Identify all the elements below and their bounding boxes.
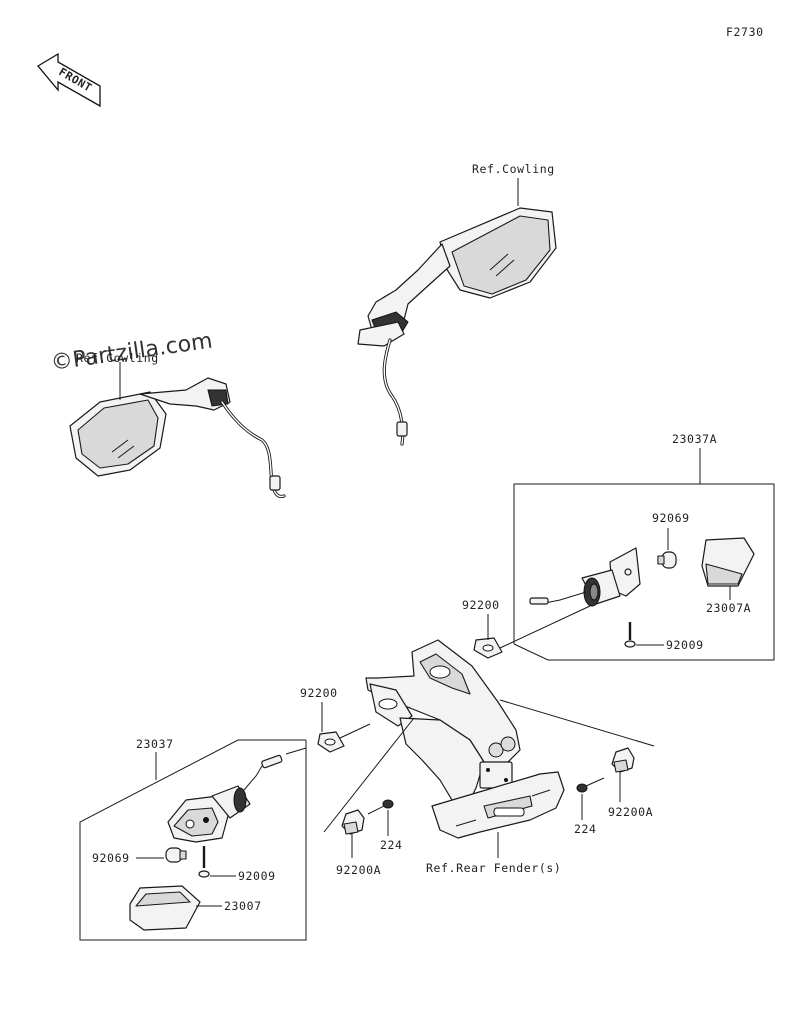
right-screw-icon (624, 622, 636, 648)
left-clip-icon (341, 809, 365, 835)
label-23037A: 23037A (672, 432, 717, 446)
left-turn-signal-body (167, 747, 307, 843)
label-92200-left: 92200 (300, 686, 338, 700)
label-92009-left: 92009 (238, 869, 276, 883)
label-92200A-right: 92200A (608, 805, 653, 819)
right-bolt-icon (576, 777, 605, 793)
label-224-left: 224 (380, 838, 403, 852)
assy-left-frame (79, 739, 307, 941)
figure-code: F2730 (726, 25, 764, 39)
label-92200-right: 92200 (462, 598, 500, 612)
left-bulb-icon (165, 847, 187, 863)
label-23037: 23037 (136, 737, 174, 751)
ref-cowling-left: Ref.Cowling (76, 351, 159, 365)
ref-cowling-right: Ref.Cowling (472, 162, 555, 176)
left-bolt-icon (367, 799, 394, 815)
right-turn-signal-body (529, 547, 641, 607)
label-92069-right: 92069 (652, 511, 690, 525)
label-92069-left: 92069 (92, 851, 130, 865)
right-lens (701, 537, 755, 587)
right-mirror (357, 207, 557, 446)
label-224-right: 224 (574, 822, 597, 836)
ref-rear-fender: Ref.Rear Fender(s) (426, 861, 561, 875)
left-lens (129, 885, 201, 931)
label-23007A: 23007A (706, 601, 751, 615)
right-grommet-icon (473, 637, 503, 659)
assy-right-frame (513, 448, 775, 661)
label-92009-right: 92009 (666, 638, 704, 652)
left-screw-icon (198, 846, 210, 878)
front-arrow-icon: FRONT (37, 52, 101, 108)
right-bulb-icon (657, 551, 677, 569)
label-23007: 23007 (224, 899, 262, 913)
right-clip-icon (611, 747, 635, 773)
label-92200A-left: 92200A (336, 863, 381, 877)
left-grommet-icon (317, 731, 345, 753)
left-mirror (69, 377, 286, 499)
license-bracket (365, 639, 565, 839)
